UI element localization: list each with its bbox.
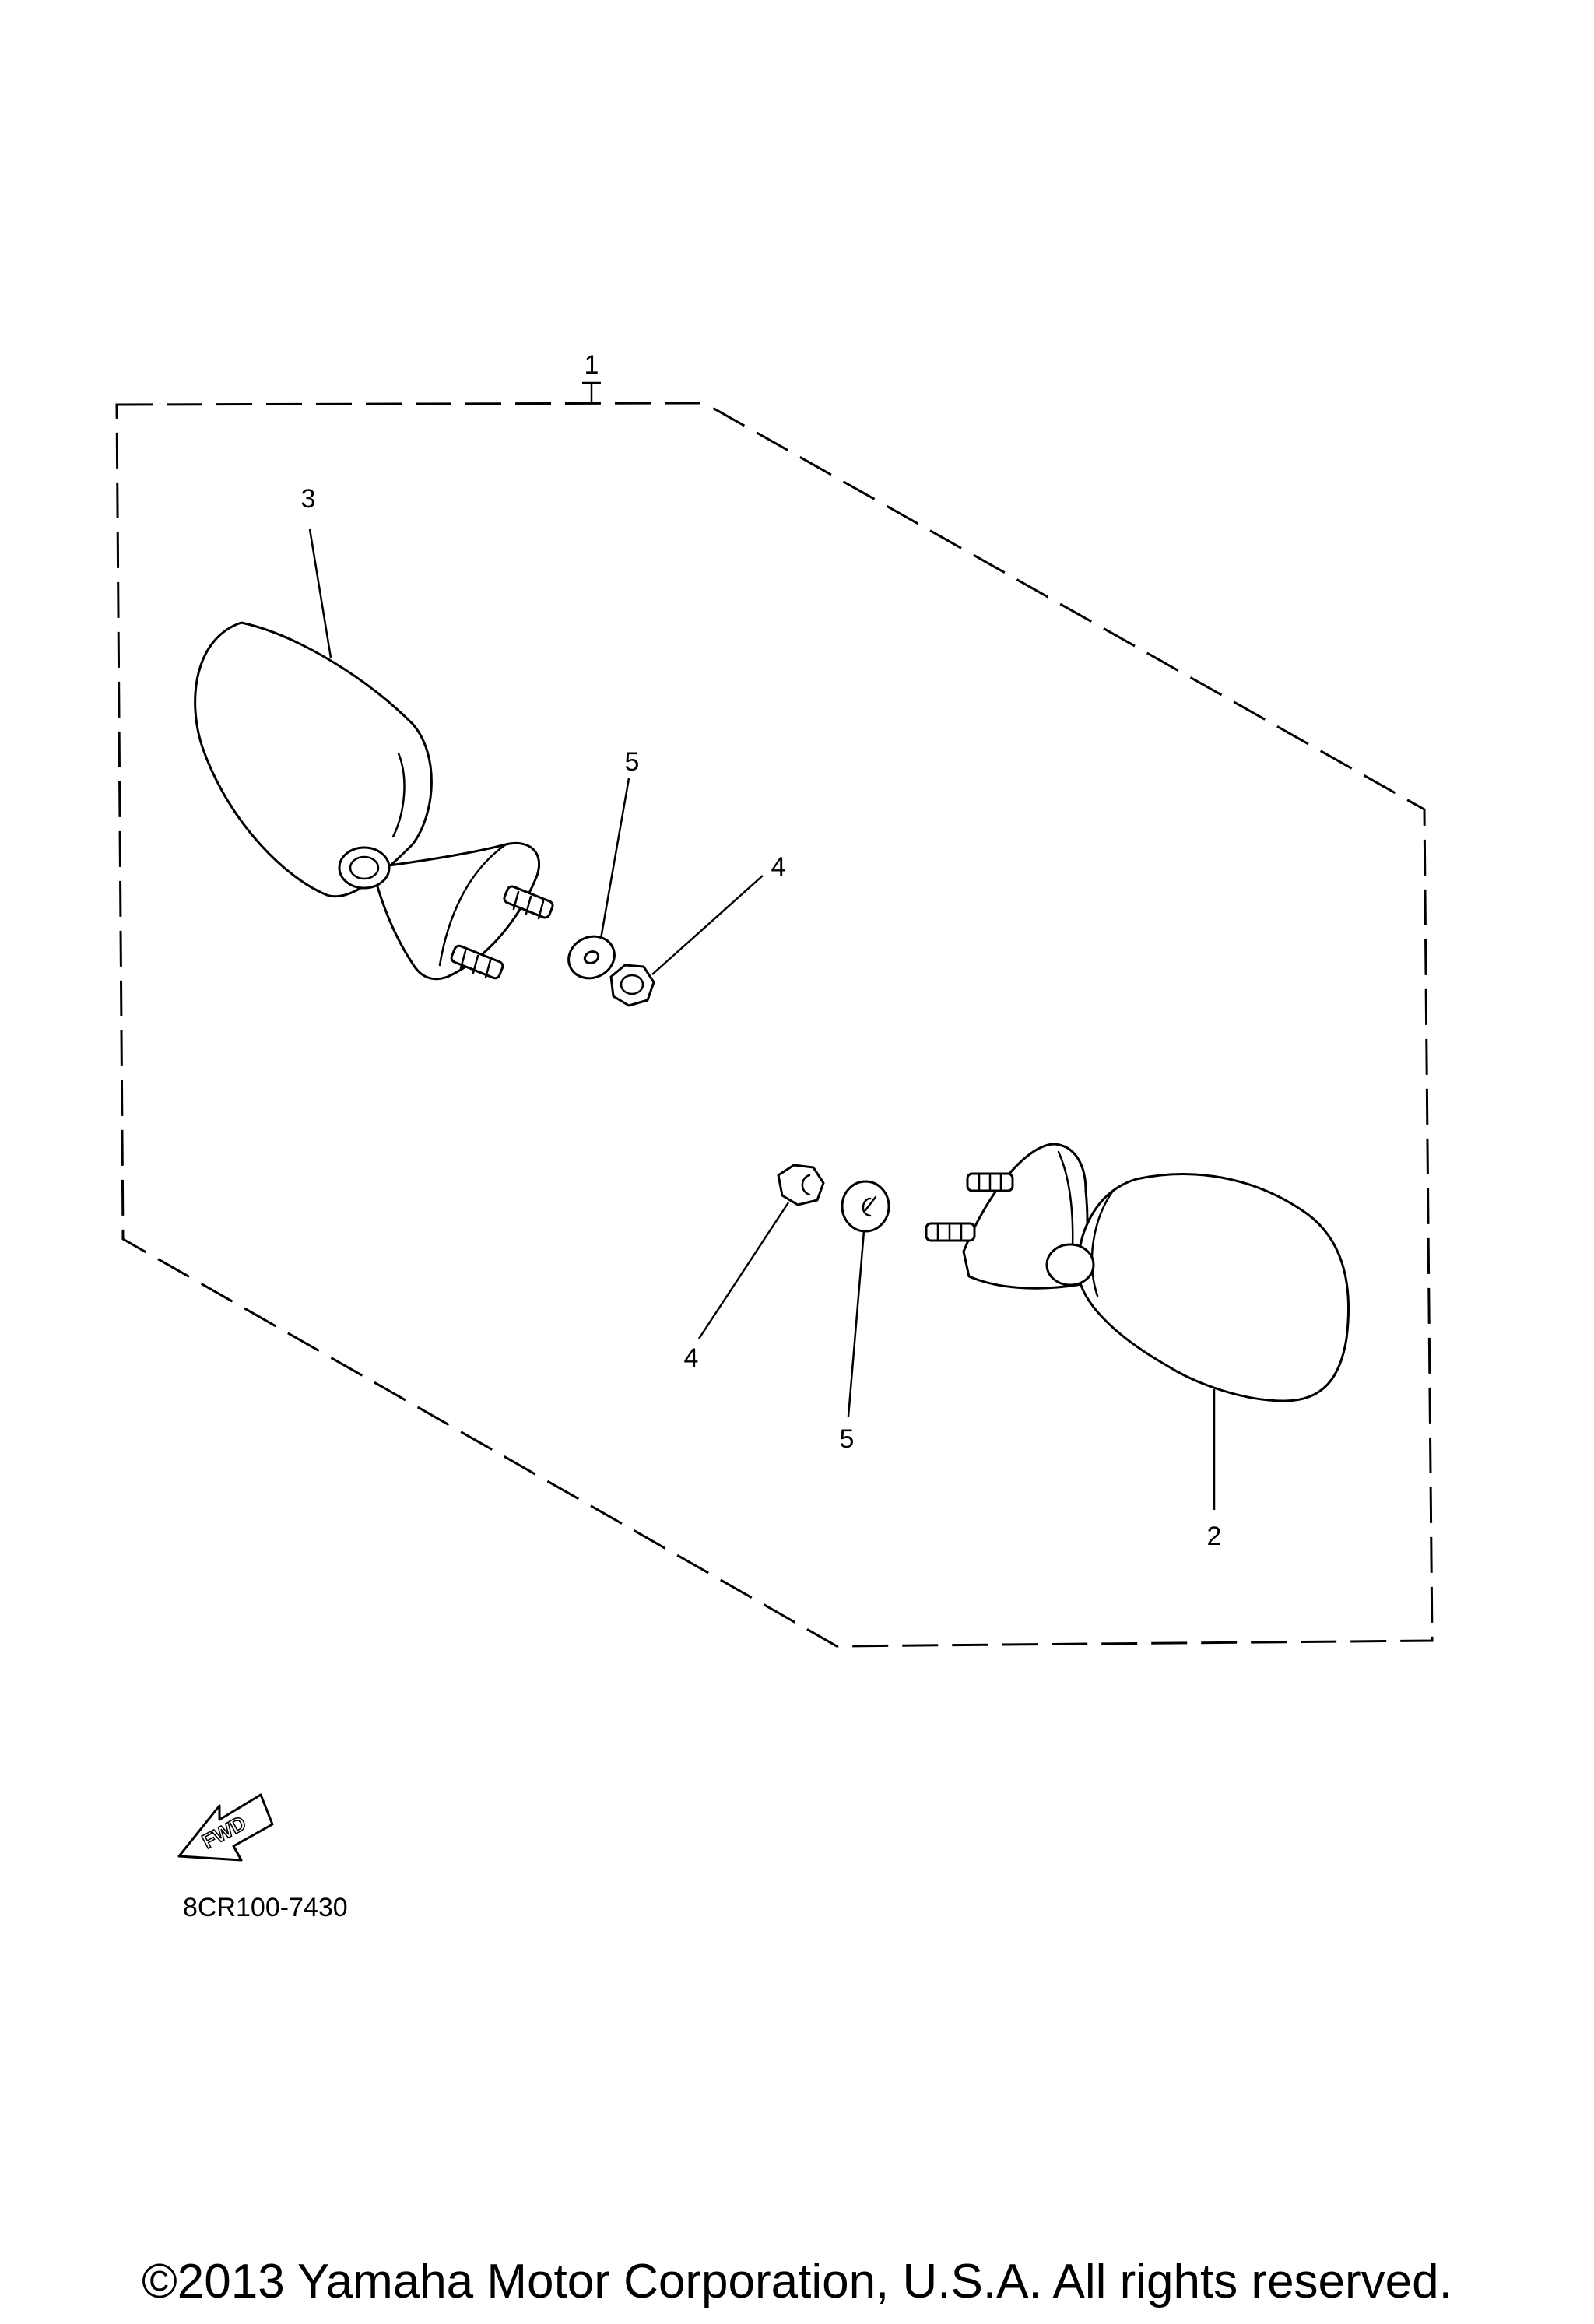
- callout-left-mirror: 3: [301, 484, 316, 514]
- left-mirror-stud-upper: [503, 885, 554, 920]
- leader-washer-right: [847, 1230, 865, 1417]
- right-mirror-pivot: [1045, 1243, 1095, 1287]
- right-mirror-housing: [1076, 1173, 1350, 1402]
- left-mirror: [194, 621, 554, 981]
- leader-washer-left: [599, 778, 630, 939]
- left-mirror-pivot: [338, 846, 391, 890]
- copyright-notice: ©2013 Yamaha Motor Corporation, U.S.A. A…: [142, 2255, 1452, 2308]
- left-mirror-stud-lower: [450, 944, 504, 980]
- right-mirror-stud-upper: [966, 1172, 1014, 1192]
- callout-nut-left: 4: [771, 852, 786, 882]
- callout-washer-right: 5: [840, 1424, 855, 1454]
- leader-left-mirror: [308, 528, 332, 658]
- callout-right-mirror: 2: [1207, 1522, 1222, 1551]
- left-mirror-rim: [391, 752, 406, 838]
- right-mirror-rim: [1090, 1189, 1115, 1297]
- leader-nut-right: [697, 1202, 790, 1339]
- right-mirror: [925, 1143, 1350, 1402]
- nut-left: [609, 964, 655, 1007]
- right-mirror-stud-lower: [925, 1222, 976, 1242]
- forward-arrow-icon: FWD: [177, 1793, 274, 1862]
- leader-nut-left: [651, 875, 764, 975]
- kit-boundary-outline: [115, 402, 1434, 1648]
- left-mirror-base-edge: [438, 843, 507, 967]
- callout-kit: 1: [585, 350, 599, 380]
- nut-right: [777, 1164, 825, 1206]
- washer-left: [567, 935, 616, 980]
- left-mirror-housing: [194, 621, 433, 898]
- callout-washer-left: 5: [625, 747, 640, 777]
- left-mirror-pivot-inner: [349, 855, 380, 880]
- drawing-code: 8CR100-7430: [183, 1893, 348, 1922]
- callout-nut-right: 4: [684, 1343, 699, 1373]
- washer-right: [841, 1180, 890, 1233]
